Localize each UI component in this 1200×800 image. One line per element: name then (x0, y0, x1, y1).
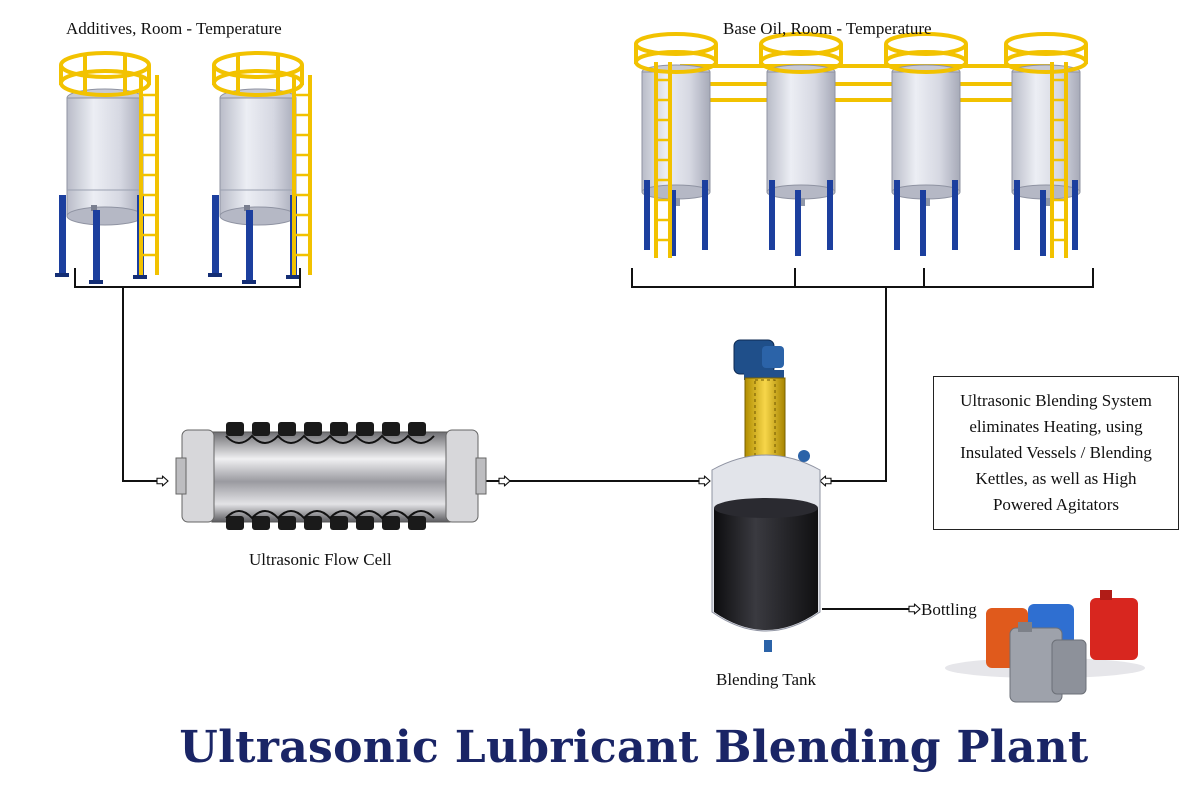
base-oil-tank-2 (759, 32, 843, 258)
ultrasonic-flow-cell (175, 422, 487, 530)
info-line-3: Insulated Vessels / Blending (960, 443, 1152, 462)
additives-manifold (74, 268, 301, 481)
bottling-label: Bottling (921, 600, 977, 619)
additives-label: Additives, Room - Temperature (66, 19, 282, 38)
additive-tank-1 (53, 51, 161, 286)
base-oil-tank-1 (634, 32, 718, 258)
flow-cell-label: Ultrasonic Flow Cell (249, 550, 392, 569)
info-line-4: Kettles, as well as High (975, 469, 1137, 488)
info-line-5: Powered Agitators (992, 495, 1120, 514)
base-oil-tank-4 (1004, 32, 1088, 258)
info-line-2: eliminates Heating, using (969, 417, 1143, 436)
base-oil-label: Base Oil, Room - Temperature (723, 19, 932, 38)
base-oil-ladders (654, 62, 1068, 258)
additive-tank-2 (206, 51, 314, 286)
blending-tank (711, 339, 821, 652)
bottling-containers (945, 590, 1145, 703)
info-box: Ultrasonic Blending System eliminates He… (933, 376, 1179, 530)
page-title: Ultrasonic Lubricant Blending Plant (179, 722, 1089, 773)
info-line-1: Ultrasonic Blending System (960, 391, 1152, 410)
base-oil-walkway (680, 64, 1052, 102)
base-oil-tank-3 (884, 32, 968, 258)
info-box-text: Ultrasonic Blending System eliminates He… (960, 388, 1152, 518)
blending-tank-label: Blending Tank (716, 670, 817, 689)
base-oil-manifold (631, 268, 1094, 481)
